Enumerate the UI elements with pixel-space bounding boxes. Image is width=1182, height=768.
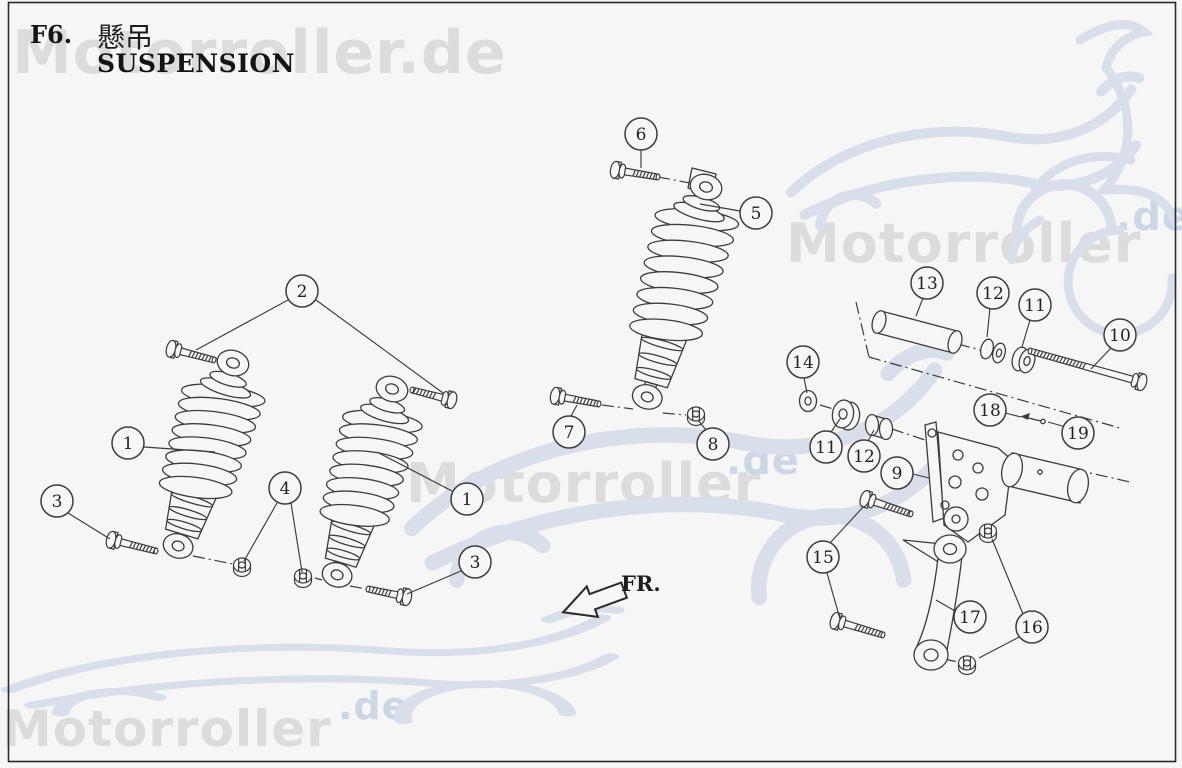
callout-17: 17	[935, 599, 987, 634]
callout-3: 3	[40, 484, 111, 540]
callout-1: 1	[376, 451, 484, 516]
scooter-watermark-top-right	[1007, 19, 1179, 339]
pin-18	[1020, 412, 1046, 425]
svg-text:11: 11	[815, 438, 837, 458]
bolt-rear-lower	[549, 386, 602, 408]
scooter-watermark-bottom-left	[10, 609, 616, 721]
callout-11: 11	[809, 418, 843, 464]
nut-link-bottom	[957, 655, 977, 676]
nut-link-top	[978, 523, 998, 544]
relay-arm-bracket	[902, 421, 1090, 564]
watermark-text-top: Motorroller.de	[12, 18, 507, 88]
bolt-link-top	[859, 489, 914, 518]
svg-text:19: 19	[1067, 424, 1089, 444]
callout-19: 19	[1047, 416, 1095, 450]
callout-15: 15	[806, 505, 865, 620]
bolt-rear-upper	[609, 160, 661, 181]
section-title-english: SUSPENSION	[97, 49, 295, 78]
pivot-washer	[943, 506, 969, 532]
svg-text:1: 1	[462, 490, 473, 510]
svg-text:10: 10	[1109, 326, 1131, 346]
bolt-lower-left	[105, 530, 159, 555]
svg-text:1: 1	[123, 434, 134, 454]
nut-rear-lower	[686, 406, 706, 427]
bolt-upper-right	[409, 386, 458, 410]
callout-10: 10	[1090, 318, 1137, 370]
callout-9: 9	[880, 456, 930, 490]
bolt-lower-right	[365, 585, 413, 607]
linkage-bottom-eye	[913, 639, 949, 671]
callout-8: 8	[696, 419, 730, 461]
callout-18: 18	[973, 393, 1022, 427]
linkage-body	[916, 555, 963, 656]
callout-1: 1	[111, 426, 216, 460]
svg-text:9: 9	[892, 464, 903, 484]
callout-12: 12	[976, 276, 1010, 338]
shock-absorber-front-right	[319, 375, 423, 588]
svg-text:17: 17	[959, 608, 981, 628]
svg-text:3: 3	[52, 492, 63, 512]
svg-text:12: 12	[982, 284, 1004, 304]
callout-14: 14	[786, 345, 820, 394]
bolt-upper-left	[165, 339, 217, 364]
bushing-set-left	[798, 389, 894, 441]
section-title-chinese: 懸吊	[97, 21, 154, 54]
svg-text:2: 2	[297, 282, 308, 302]
shock-absorber-rear	[629, 173, 740, 410]
shock-absorber-front-left	[158, 349, 266, 559]
page-border	[7, 1, 1177, 763]
svg-text:14: 14	[792, 353, 814, 373]
svg-text:7: 7	[564, 423, 575, 443]
nut-lower-right	[293, 568, 313, 589]
svg-text:5: 5	[751, 204, 762, 224]
svg-text:16: 16	[1021, 618, 1043, 638]
svg-text:3: 3	[470, 553, 481, 573]
svg-text:11: 11	[1024, 296, 1046, 316]
svg-text:8: 8	[708, 435, 719, 455]
callout-6: 6	[624, 117, 658, 168]
svg-text:15: 15	[812, 548, 834, 568]
callout-5: 5	[699, 196, 773, 230]
scooter-watermark-center	[412, 350, 947, 597]
svg-text:13: 13	[916, 274, 938, 294]
linkage-arm-17	[913, 534, 967, 671]
callout-11: 11	[1018, 288, 1052, 348]
callout-4: 4	[243, 471, 303, 573]
callout-16: 16	[978, 538, 1049, 659]
fr-direction-label: FR.	[621, 571, 661, 596]
cap-14	[798, 389, 818, 413]
section-code: F6.	[30, 20, 73, 49]
callout-7: 7	[552, 404, 586, 449]
callout-3: 3	[406, 545, 492, 595]
callout-13: 13	[910, 266, 944, 317]
callout-2: 2	[195, 274, 444, 394]
fr-arrow	[561, 581, 629, 619]
svg-text:12: 12	[853, 447, 875, 467]
pivot-tube-assembly	[871, 310, 1036, 374]
callout-12: 12	[847, 429, 881, 473]
svg-text:4: 4	[280, 479, 291, 499]
bolt-pivot-long	[1027, 347, 1148, 392]
bolt-link-bottom	[829, 611, 886, 639]
svg-text:6: 6	[636, 125, 647, 145]
nut-lower-left	[232, 557, 252, 578]
linkage-top-eye	[933, 534, 967, 564]
svg-text:18: 18	[979, 401, 1001, 421]
